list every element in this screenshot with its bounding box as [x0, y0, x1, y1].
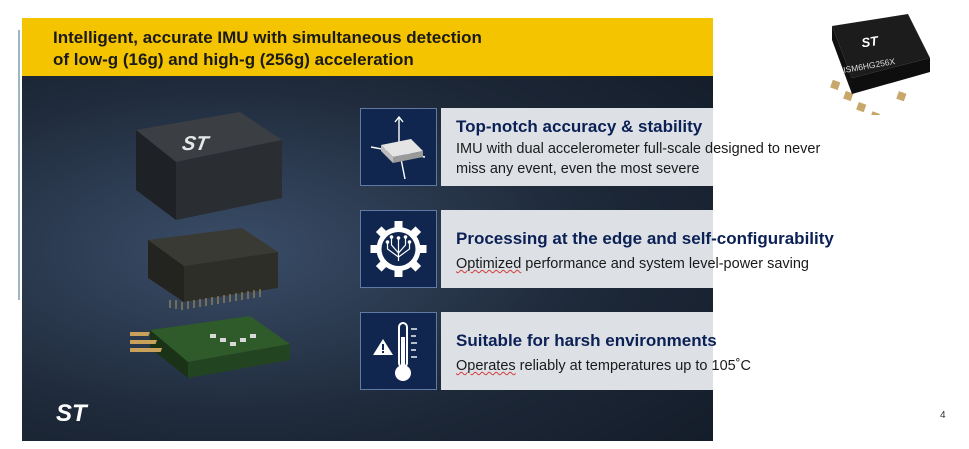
feature-description-rest: reliably at temperatures up to 105˚C — [515, 358, 751, 374]
slide-left-edge — [18, 30, 20, 300]
feature-harsh-environments: Suitable for harsh environments Operates… — [360, 312, 751, 390]
feature-title: Suitable for harsh environments — [456, 331, 717, 350]
slide-title-line-1: Intelligent, accurate IMU with simultane… — [53, 28, 482, 47]
spellcheck-underlined-word: Operates — [456, 358, 516, 374]
chip-logo-text: ST — [180, 133, 211, 155]
accelerometer-axes-icon — [360, 108, 437, 186]
chip-photo: ST ISM6HG256X — [830, 14, 930, 115]
feature-title: Top-notch accuracy & stability — [456, 117, 703, 136]
feature-description-rest: performance and system level-power savin… — [521, 256, 809, 272]
exploded-chip-illustration: ST — [130, 112, 290, 378]
st-logo-text: ST — [56, 400, 89, 424]
title-bar: Intelligent, accurate IMU with simultane… — [22, 18, 713, 76]
st-logo-on-chip: ST — [180, 133, 211, 155]
feature-text-panel — [441, 108, 713, 186]
feature-title: Processing at the edge and self-configur… — [456, 229, 834, 248]
feature-description: Optimized performance and system level-p… — [456, 254, 809, 274]
feature-text-panel — [441, 312, 713, 390]
slide-title-line-2: of low-g (16g) and high-g (256g) acceler… — [53, 50, 414, 69]
thermometer-warning-icon — [360, 312, 437, 390]
feature-description-line-1: IMU with dual accelerometer full-scale d… — [456, 141, 821, 157]
st-logo: ST — [56, 400, 89, 424]
feature-description: IMU with dual accelerometer full-scale d… — [456, 139, 820, 179]
feature-accuracy: Top-notch accuracy & stability IMU with … — [360, 108, 820, 186]
feature-description-line-2: miss any event, even the most severe — [456, 161, 700, 177]
feature-text-panel — [441, 210, 713, 288]
feature-description: Operates reliably at temperatures up to … — [456, 356, 751, 376]
gear-circuit-icon — [360, 210, 437, 288]
feature-edge-processing: Processing at the edge and self-configur… — [360, 210, 834, 288]
page-number: 4 — [940, 410, 946, 421]
spellcheck-underlined-word: Optimized — [456, 256, 522, 272]
chip-brand-text: ST — [860, 33, 880, 50]
